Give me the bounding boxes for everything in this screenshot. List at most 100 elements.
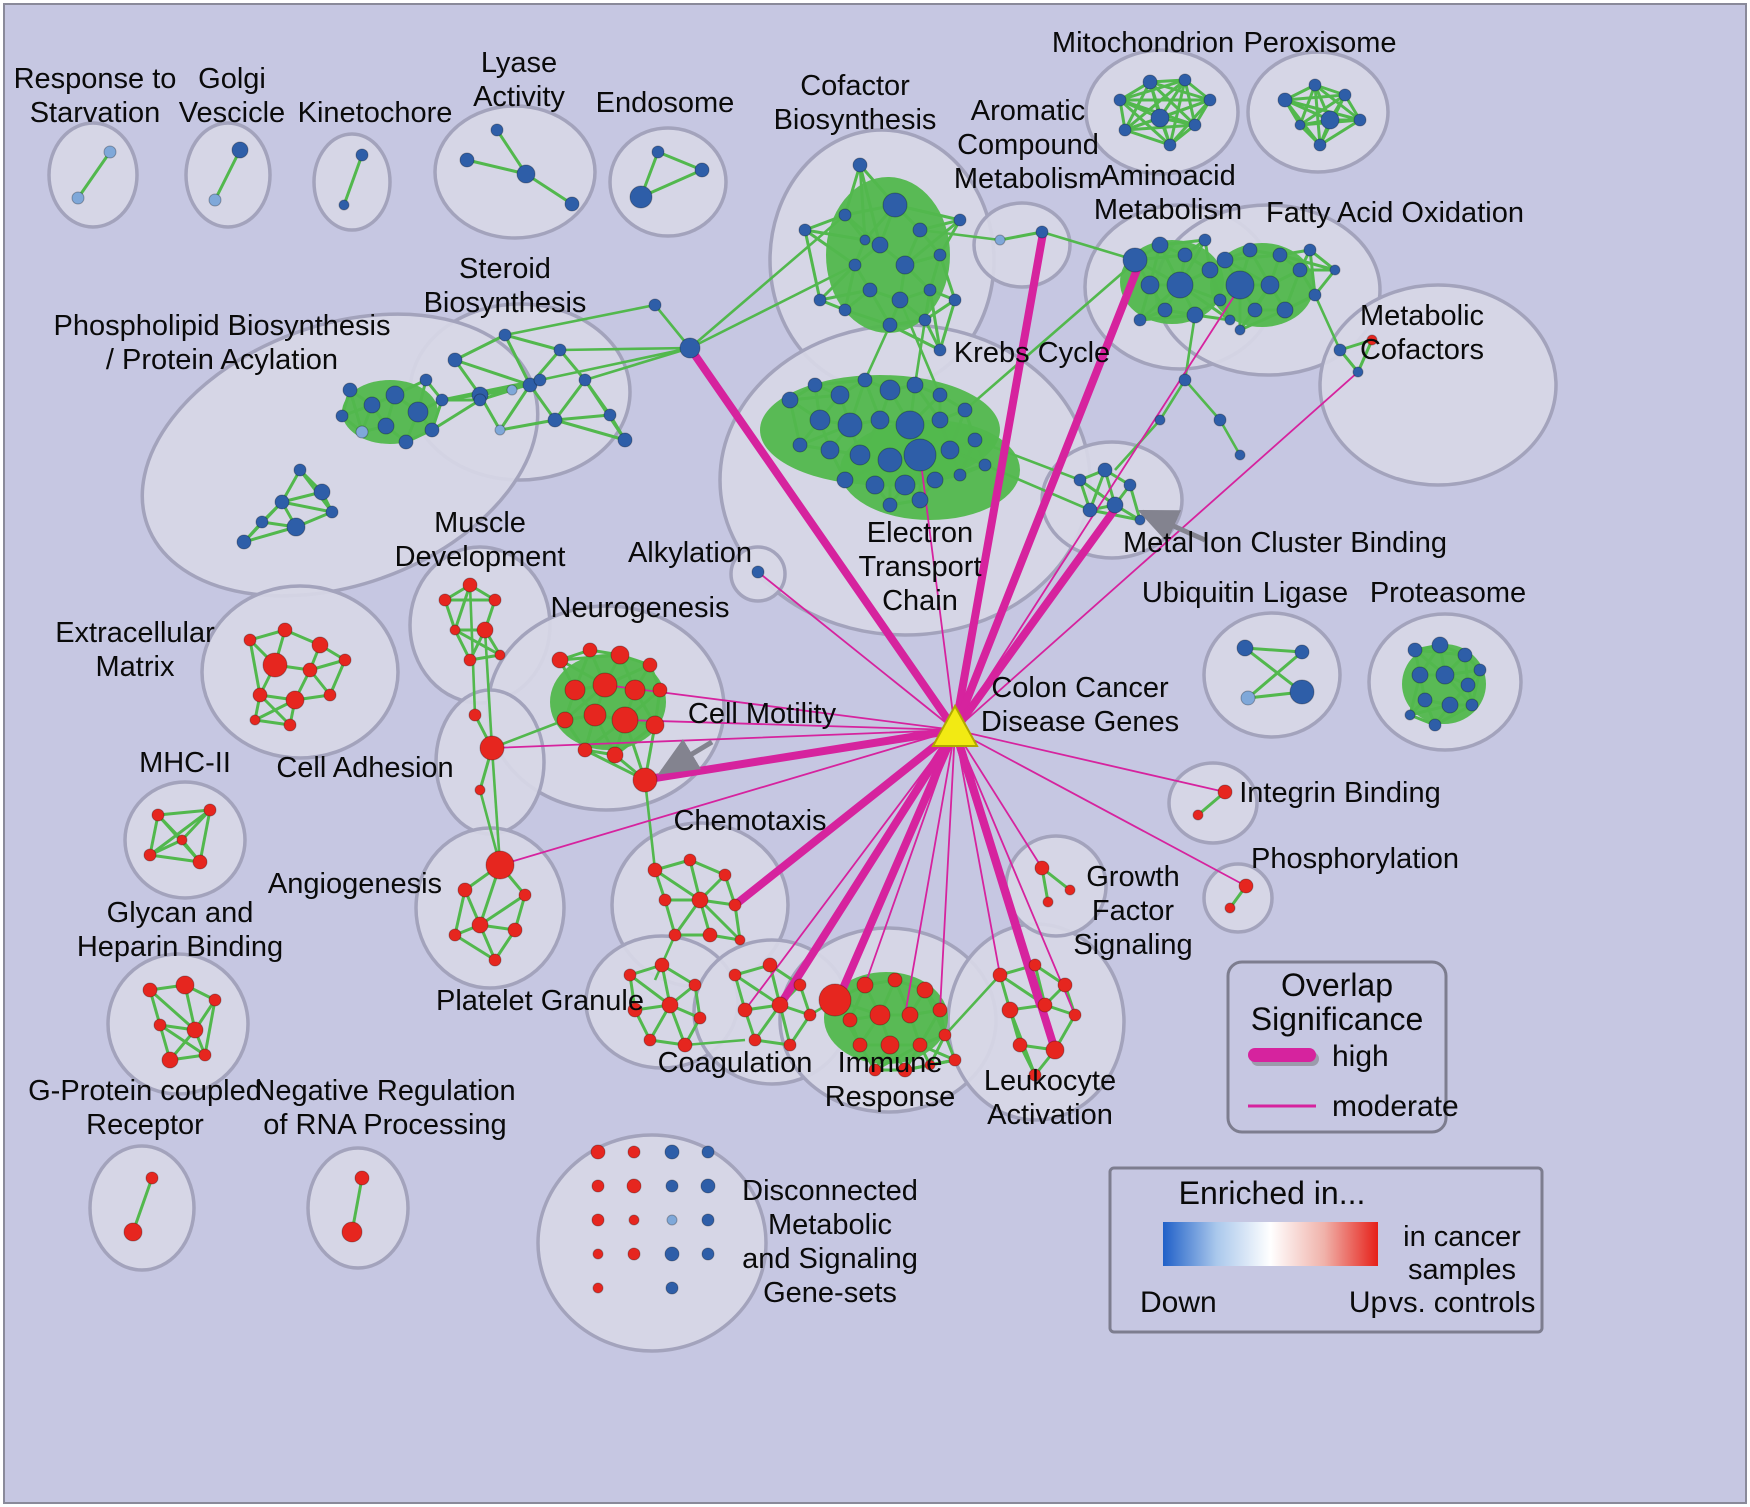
gene-set-node <box>953 213 967 227</box>
gene-set-node <box>694 162 710 178</box>
gene-set-node <box>1064 884 1076 896</box>
gene-set-edge <box>938 299 957 351</box>
gene-set-node <box>142 982 158 998</box>
gene-set-node <box>485 850 515 880</box>
gene-set-node <box>498 328 512 342</box>
overlap-edge-moderate <box>904 729 956 1016</box>
overlap-edge-moderate <box>491 729 956 749</box>
gene-set-node <box>865 475 885 495</box>
gene-set-node <box>1217 784 1233 800</box>
gene-set-node <box>591 1179 605 1193</box>
gene-set-node <box>363 396 381 414</box>
gene-set-edge <box>640 168 703 199</box>
gene-set-edge <box>1244 646 1303 654</box>
gene-set-node <box>603 408 617 422</box>
gene-set-edge <box>558 349 587 381</box>
gene-set-node <box>1289 679 1315 705</box>
gene-set-node <box>1277 92 1293 108</box>
gene-set-edge <box>928 254 942 291</box>
gene-set-node <box>813 293 827 307</box>
gene-set-node <box>1028 958 1042 972</box>
gene-set-edge <box>1184 379 1221 421</box>
label-integrin-binding: Integrin Binding <box>1239 777 1441 809</box>
overlap-edge-high <box>731 726 959 909</box>
gene-set-edge <box>964 261 1136 411</box>
gene-set-node <box>1234 449 1246 461</box>
gene-set-edge <box>804 213 846 232</box>
label-ubiquitin-ligase: Ubiquitin Ligase <box>1142 577 1348 609</box>
gene-set-node <box>355 148 369 162</box>
gene-set-edge <box>490 747 502 866</box>
overlap-edge-high <box>651 726 959 782</box>
gene-set-node <box>830 385 850 405</box>
gene-set-node <box>1203 93 1217 107</box>
gene-set-edge <box>528 384 557 421</box>
pointer-arrow <box>1137 509 1207 543</box>
gene-set-node <box>906 376 924 394</box>
gene-set-edge <box>498 384 532 431</box>
gene-set-node <box>494 424 506 436</box>
gene-set-node <box>661 996 679 1014</box>
gene-set-edge <box>938 219 962 256</box>
cluster-ellipse-disconnected-gene-sets <box>536 1133 768 1353</box>
gene-set-node <box>313 483 331 501</box>
gene-set-node <box>783 1038 797 1052</box>
gene-set-edge <box>643 779 657 871</box>
overlap-edge-moderate <box>939 729 956 1011</box>
pointer-arrow <box>657 738 714 775</box>
gene-set-node <box>967 432 983 448</box>
gene-set-node <box>807 377 823 393</box>
gene-set-edge <box>466 158 527 176</box>
gene-set-node <box>852 157 868 173</box>
gene-set-node <box>338 199 350 211</box>
gene-set-node <box>691 891 709 909</box>
gene-set-node <box>948 1053 962 1067</box>
gene-set-node <box>737 1002 753 1018</box>
label-chemotaxis: Chemotaxis <box>673 805 826 837</box>
gene-set-edge <box>874 1043 921 1072</box>
gene-set-node <box>1012 1037 1028 1053</box>
gene-set-node <box>701 1247 715 1261</box>
gene-set-node <box>591 1213 605 1227</box>
gene-set-edge <box>1356 339 1374 373</box>
gene-set-node <box>592 672 618 698</box>
gene-set-node <box>1292 262 1308 278</box>
gene-set-node <box>1073 473 1087 487</box>
gene-set-node <box>1234 324 1246 336</box>
gene-set-node <box>463 653 477 667</box>
gene-set-node <box>462 577 478 593</box>
gene-set-edge <box>203 999 217 1056</box>
gene-set-node <box>459 152 475 168</box>
gene-set-node <box>957 402 973 418</box>
gene-set-node <box>419 373 433 387</box>
gene-set-node <box>592 1282 604 1294</box>
gene-set-edge <box>1124 123 1196 132</box>
gene-set-edge <box>248 639 262 696</box>
gene-set-node <box>592 1248 604 1260</box>
gene-set-node <box>643 1033 657 1047</box>
gene-set-edge <box>734 973 781 1007</box>
legend-overlap-item-label: high <box>1332 1040 1389 1073</box>
gene-set-edge <box>525 172 573 206</box>
gene-set-node <box>1001 1001 1019 1019</box>
gene-set-node <box>338 653 352 667</box>
gene-set-node <box>664 1144 680 1160</box>
gene-set-node <box>627 1247 641 1261</box>
overlap-edge-high <box>951 501 1122 734</box>
gene-set-node <box>792 437 808 453</box>
gene-set-edge <box>844 308 891 327</box>
gene-set-node <box>626 1178 642 1194</box>
label-alkylation: Alkylation <box>628 537 752 569</box>
gene-set-edge <box>1308 249 1317 296</box>
gene-set-edge <box>1139 313 1196 322</box>
gene-set-node <box>666 1214 678 1226</box>
gene-set-node <box>208 193 222 207</box>
gene-set-edge <box>1319 118 1361 147</box>
gene-set-node <box>933 343 947 357</box>
gene-set-node <box>424 422 440 438</box>
gene-set-node <box>1140 275 1160 295</box>
gene-set-node <box>578 373 592 387</box>
